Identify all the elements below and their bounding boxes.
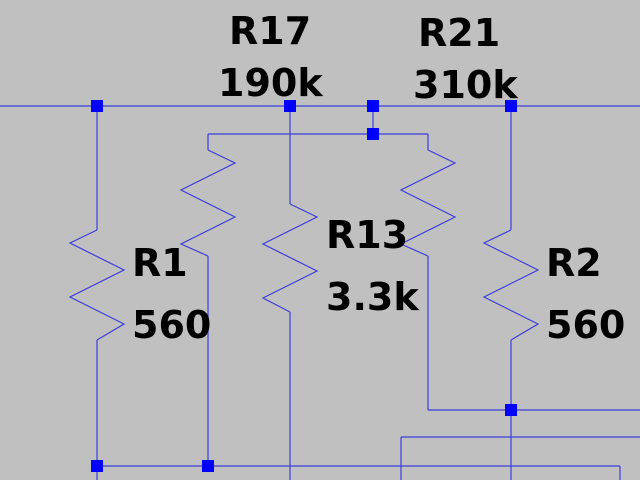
r13-ref-label[interactable]: R13 [326,213,408,257]
junction-dot[interactable] [367,100,379,112]
resistor-r21-symbol[interactable] [399,149,457,257]
resistor-r1-symbol[interactable] [68,229,126,341]
resistor-r2-symbol[interactable] [482,229,540,341]
junction-dot[interactable] [91,460,103,472]
resistor-r17-symbol[interactable] [179,149,237,257]
r21-ref-label[interactable]: R21 [418,11,500,55]
junction-dot[interactable] [202,460,214,472]
junction-dot[interactable] [505,100,517,112]
labels: R17 190k R21 310k R13 3.3k R1 560 R2 560 [132,9,625,347]
r2-ref-label[interactable]: R2 [546,241,602,285]
resistors [68,149,540,341]
r13-value-label[interactable]: 3.3k [326,275,419,319]
r2-value-label[interactable]: 560 [546,303,625,347]
r21-value-label[interactable]: 310k [413,63,518,107]
junctions [91,100,517,472]
junction-dot[interactable] [367,128,379,140]
r1-ref-label[interactable]: R1 [132,241,188,285]
resistor-r13-symbol[interactable] [261,203,319,313]
junction-dot[interactable] [505,404,517,416]
r1-value-label[interactable]: 560 [132,303,211,347]
r17-ref-label[interactable]: R17 [229,9,311,53]
junction-dot[interactable] [91,100,103,112]
r17-value-label[interactable]: 190k [218,61,323,105]
wires [0,105,640,480]
junction-dot[interactable] [284,100,296,112]
